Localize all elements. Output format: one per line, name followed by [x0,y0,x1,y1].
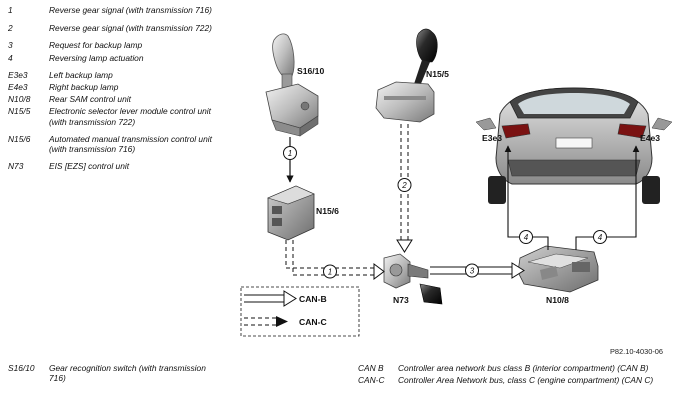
n15-6-ecu-image [267,185,315,241]
can-b-label: CAN-B [299,294,327,304]
legend-key: N10/8 [8,94,31,105]
legend-key: E3e3 [8,69,28,80]
legend-text: Right backup lamp [49,82,119,93]
s16-10-label: S16/10 [297,66,324,76]
legend-item-e3e3: E3e3 Left backup lamp [8,70,213,80]
legend-text: Gear recognition switch (with transmissi… [49,363,206,384]
legend-text: Request for backup lamp [49,40,143,51]
legend-item-3: 3 Request for backup lamp [8,40,213,50]
legend-key: N15/5 [8,106,31,117]
marker-1-top-text: 1 [288,149,292,158]
legend-key: CAN B [358,363,384,373]
marker-1-bottom-text: 1 [328,268,332,277]
legend-item-e4e3: E4e3 Right backup lamp [8,82,213,92]
can-c-label: CAN-C [299,317,327,327]
marker-2 [397,178,412,192]
legend-key: 4 [8,52,13,63]
legend-bottom-left: S16/10 Gear recognition switch (with tran… [8,363,213,385]
legend-text: EIS [EZS] control unit [49,161,130,172]
n73-eis-image [383,253,443,305]
marker-1-top [283,146,297,160]
marker-3-text: 3 [470,267,475,276]
legend-item-4: 4 Reversing lamp actuation [8,53,213,63]
marker-4-right [593,230,607,244]
legend-bottom-right: CAN B Controller area network bus class B… [358,363,658,387]
legend-key: CAN-C [358,375,385,386]
legend-item-can-c: CAN-C Controller Area Network bus, class … [358,375,658,385]
legend-key: 2 [8,23,13,34]
can-bus-legend [240,286,360,337]
n15-5-label: N15/5 [426,69,449,79]
legend-text: Reverse gear signal (with transmission 7… [49,23,212,34]
e3e3-label: E3e3 [482,133,502,143]
legend-text: Reversing lamp actuation [49,52,144,63]
legend-key: S16/10 [8,363,35,373]
legend-text: Automated manual transmission control un… [49,133,212,155]
n10-8-label: N10/8 [546,295,569,305]
legend-item-s16-10: S16/10 Gear recognition switch (with tran… [8,363,213,383]
marker-3 [465,263,479,278]
n15-5-selector-image [375,28,438,123]
marker-2-text: 2 [401,181,407,190]
legend-item-n10-8: N10/8 Rear SAM control unit [8,94,213,104]
legend-item-n15-5: N15/5 Electronic selector lever module co… [8,106,213,126]
legend-key: 1 [8,5,13,15]
marker-1-bottom [323,264,337,279]
legend-item-1: 1 Reverse gear signal (with transmission … [8,5,213,15]
marker-4-left [519,230,533,244]
legend-text: Controller Area Network bus, class C (en… [398,375,654,386]
signal-path-1-bottom [285,240,385,280]
legend-text: Left backup lamp [49,69,113,80]
legend-key: N73 [8,161,24,172]
legend-text: Controller area network bus class B (int… [398,363,649,373]
legend-item-can-b: CAN B Controller area network bus class B… [358,363,658,373]
s16-10-shifter-image [265,33,319,137]
n73-label: N73 [393,295,409,305]
car-rear-image [475,87,673,204]
marker-4-left-text: 4 [524,233,529,242]
legend-item-n15-6: N15/6 Automated manual transmission contr… [8,134,213,154]
e4e3-label: E4e3 [640,133,660,143]
legend-text: Rear SAM control unit [49,94,131,105]
legend-item-2: 2 Reverse gear signal (with transmission … [8,23,213,33]
legend-key: E4e3 [8,82,28,93]
n10-8-rear-sam-image [517,245,599,293]
marker-4-right-text: 4 [598,233,603,242]
legend-text: Reverse gear signal (with transmission 7… [49,5,212,15]
legend-item-n73: N73 EIS [EZS] control unit [8,161,213,171]
n15-6-label: N15/6 [316,206,339,216]
legend-key: N15/6 [8,133,31,144]
legend-text: Electronic selector lever module control… [49,106,211,127]
legend-key: 3 [8,40,13,51]
figure-reference: P82.10-4030-06 [610,347,664,356]
